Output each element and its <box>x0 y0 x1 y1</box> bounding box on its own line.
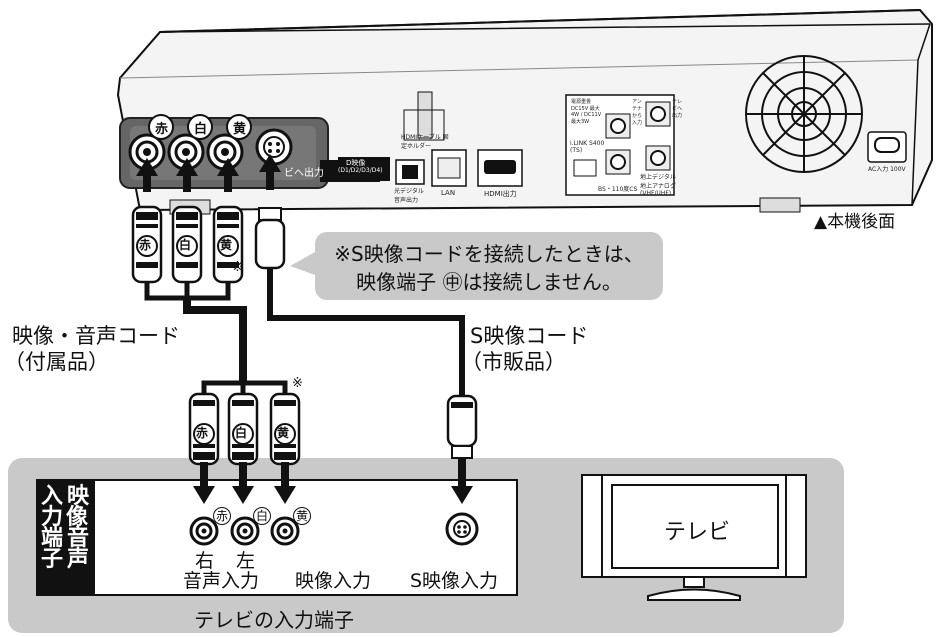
terrestrial-label: 地上デジタル 地上アナログ (VHF/UHF) <box>640 174 676 197</box>
left-channel-label: 左 <box>236 550 256 572</box>
upper-arrows <box>136 154 281 192</box>
lower-plug-yellow <box>269 392 301 466</box>
s-cord-label: S映像コード <box>470 324 589 348</box>
rear-red-jack <box>128 133 166 171</box>
side-label-col2: 映像・音声 <box>66 484 111 572</box>
upper-plugs <box>131 205 286 284</box>
bs-label: BS・110度CS <box>598 186 638 193</box>
tv-screen-label: テレビ <box>664 520 731 545</box>
upper-plug-red <box>131 205 163 284</box>
optical-port <box>395 159 425 185</box>
power-label: 電源重畳 DC15V 最大4W / DC11V 最大3W <box>571 99 602 125</box>
av-cord-sub-label: （付属品） <box>4 350 109 374</box>
lan-label: LAN <box>441 189 456 197</box>
recorder-rear-panel <box>116 8 933 215</box>
audio-in-label: 音声入力 <box>183 570 260 592</box>
lower-plug-tag-yellow: 黄 <box>277 426 290 440</box>
hdmi-cable-holder <box>417 91 433 139</box>
s-cord-sub-label: （市販品） <box>461 350 566 374</box>
upper-plug-s-video <box>254 207 286 270</box>
upper-plug-tag-yellow: 黄 <box>220 238 233 252</box>
lower-plugs <box>188 392 478 466</box>
rear-tag-yellow: 黄 <box>233 122 247 137</box>
tv-tag-red: 赤 <box>213 507 231 525</box>
tv-jack-yellow <box>270 516 300 546</box>
note-line-2: 映像端子 ㊥は接続しません。 <box>356 270 622 294</box>
cooling-fan <box>745 55 863 173</box>
tv-set <box>581 474 807 601</box>
lower-plug-tag-red: 赤 <box>196 426 209 440</box>
right-channel-label: 右 <box>195 550 215 572</box>
lower-plug-white <box>227 392 259 466</box>
upper-plug-tag-white: 白 <box>179 238 192 252</box>
tv-tag-white: 白 <box>253 507 271 525</box>
antenna-in-label: アンテナから入力 <box>632 99 643 126</box>
upper-plug-white <box>171 205 203 284</box>
s-video-cable <box>267 268 465 396</box>
rear-s-video-jack <box>255 128 293 166</box>
lower-plug-red <box>188 392 220 466</box>
rear-tag-white: 白 <box>194 122 208 137</box>
tv-input-caption: テレビの入力端子 <box>194 608 354 632</box>
upper-asterisk: ※ <box>232 260 243 275</box>
optical-label: 光デジタル 音声出力 <box>394 188 424 204</box>
lower-arrows <box>193 458 473 504</box>
ilink-label: i.LINK S400 (TS) <box>570 140 605 154</box>
tv-panel-side-label-block <box>37 480 95 595</box>
tv-jack-s-video <box>445 512 479 546</box>
tv-out-label: テレビへ出力 <box>672 99 683 119</box>
hdmi-out-label: HDMI出力 <box>484 190 517 198</box>
upper-plug-tag-red: 赤 <box>139 238 152 252</box>
antenna-block <box>565 94 675 196</box>
rear-tag-red: 赤 <box>155 122 169 137</box>
side-label-col1: 入力端子 <box>40 484 63 572</box>
av-cord-label: 映像・音声コード <box>12 324 180 348</box>
lower-asterisk: ※ <box>292 376 303 391</box>
s-video-out-label: ビへ出力 <box>284 168 324 179</box>
d-video-sub: (D1/D2/D3/D4) <box>338 167 383 174</box>
tv-tag-yellow: 黄 <box>293 507 311 525</box>
note-line-1: ※S映像コードを接続したときは、 <box>334 242 644 266</box>
tv-jack-white <box>230 516 260 546</box>
upper-plug-yellow <box>212 205 244 284</box>
lower-plug-s-video <box>446 394 478 459</box>
note-callout: ※S映像コードを接続したときは、 映像端子 ㊥は接続しません。 <box>315 232 663 300</box>
s-video-in-label: S映像入力 <box>410 570 499 592</box>
tv-jack-red <box>189 516 219 546</box>
rear-panel-label: ▲本機後面 <box>814 212 896 232</box>
d-video-label: D映像 <box>346 159 366 167</box>
hdmi-holder-label: HDMIケーブル 固定ホルダー <box>401 134 449 150</box>
video-in-label: 映像入力 <box>295 570 372 592</box>
ac-label: AC入力 100V <box>868 166 906 173</box>
lower-plug-tag-white: 白 <box>235 426 248 440</box>
